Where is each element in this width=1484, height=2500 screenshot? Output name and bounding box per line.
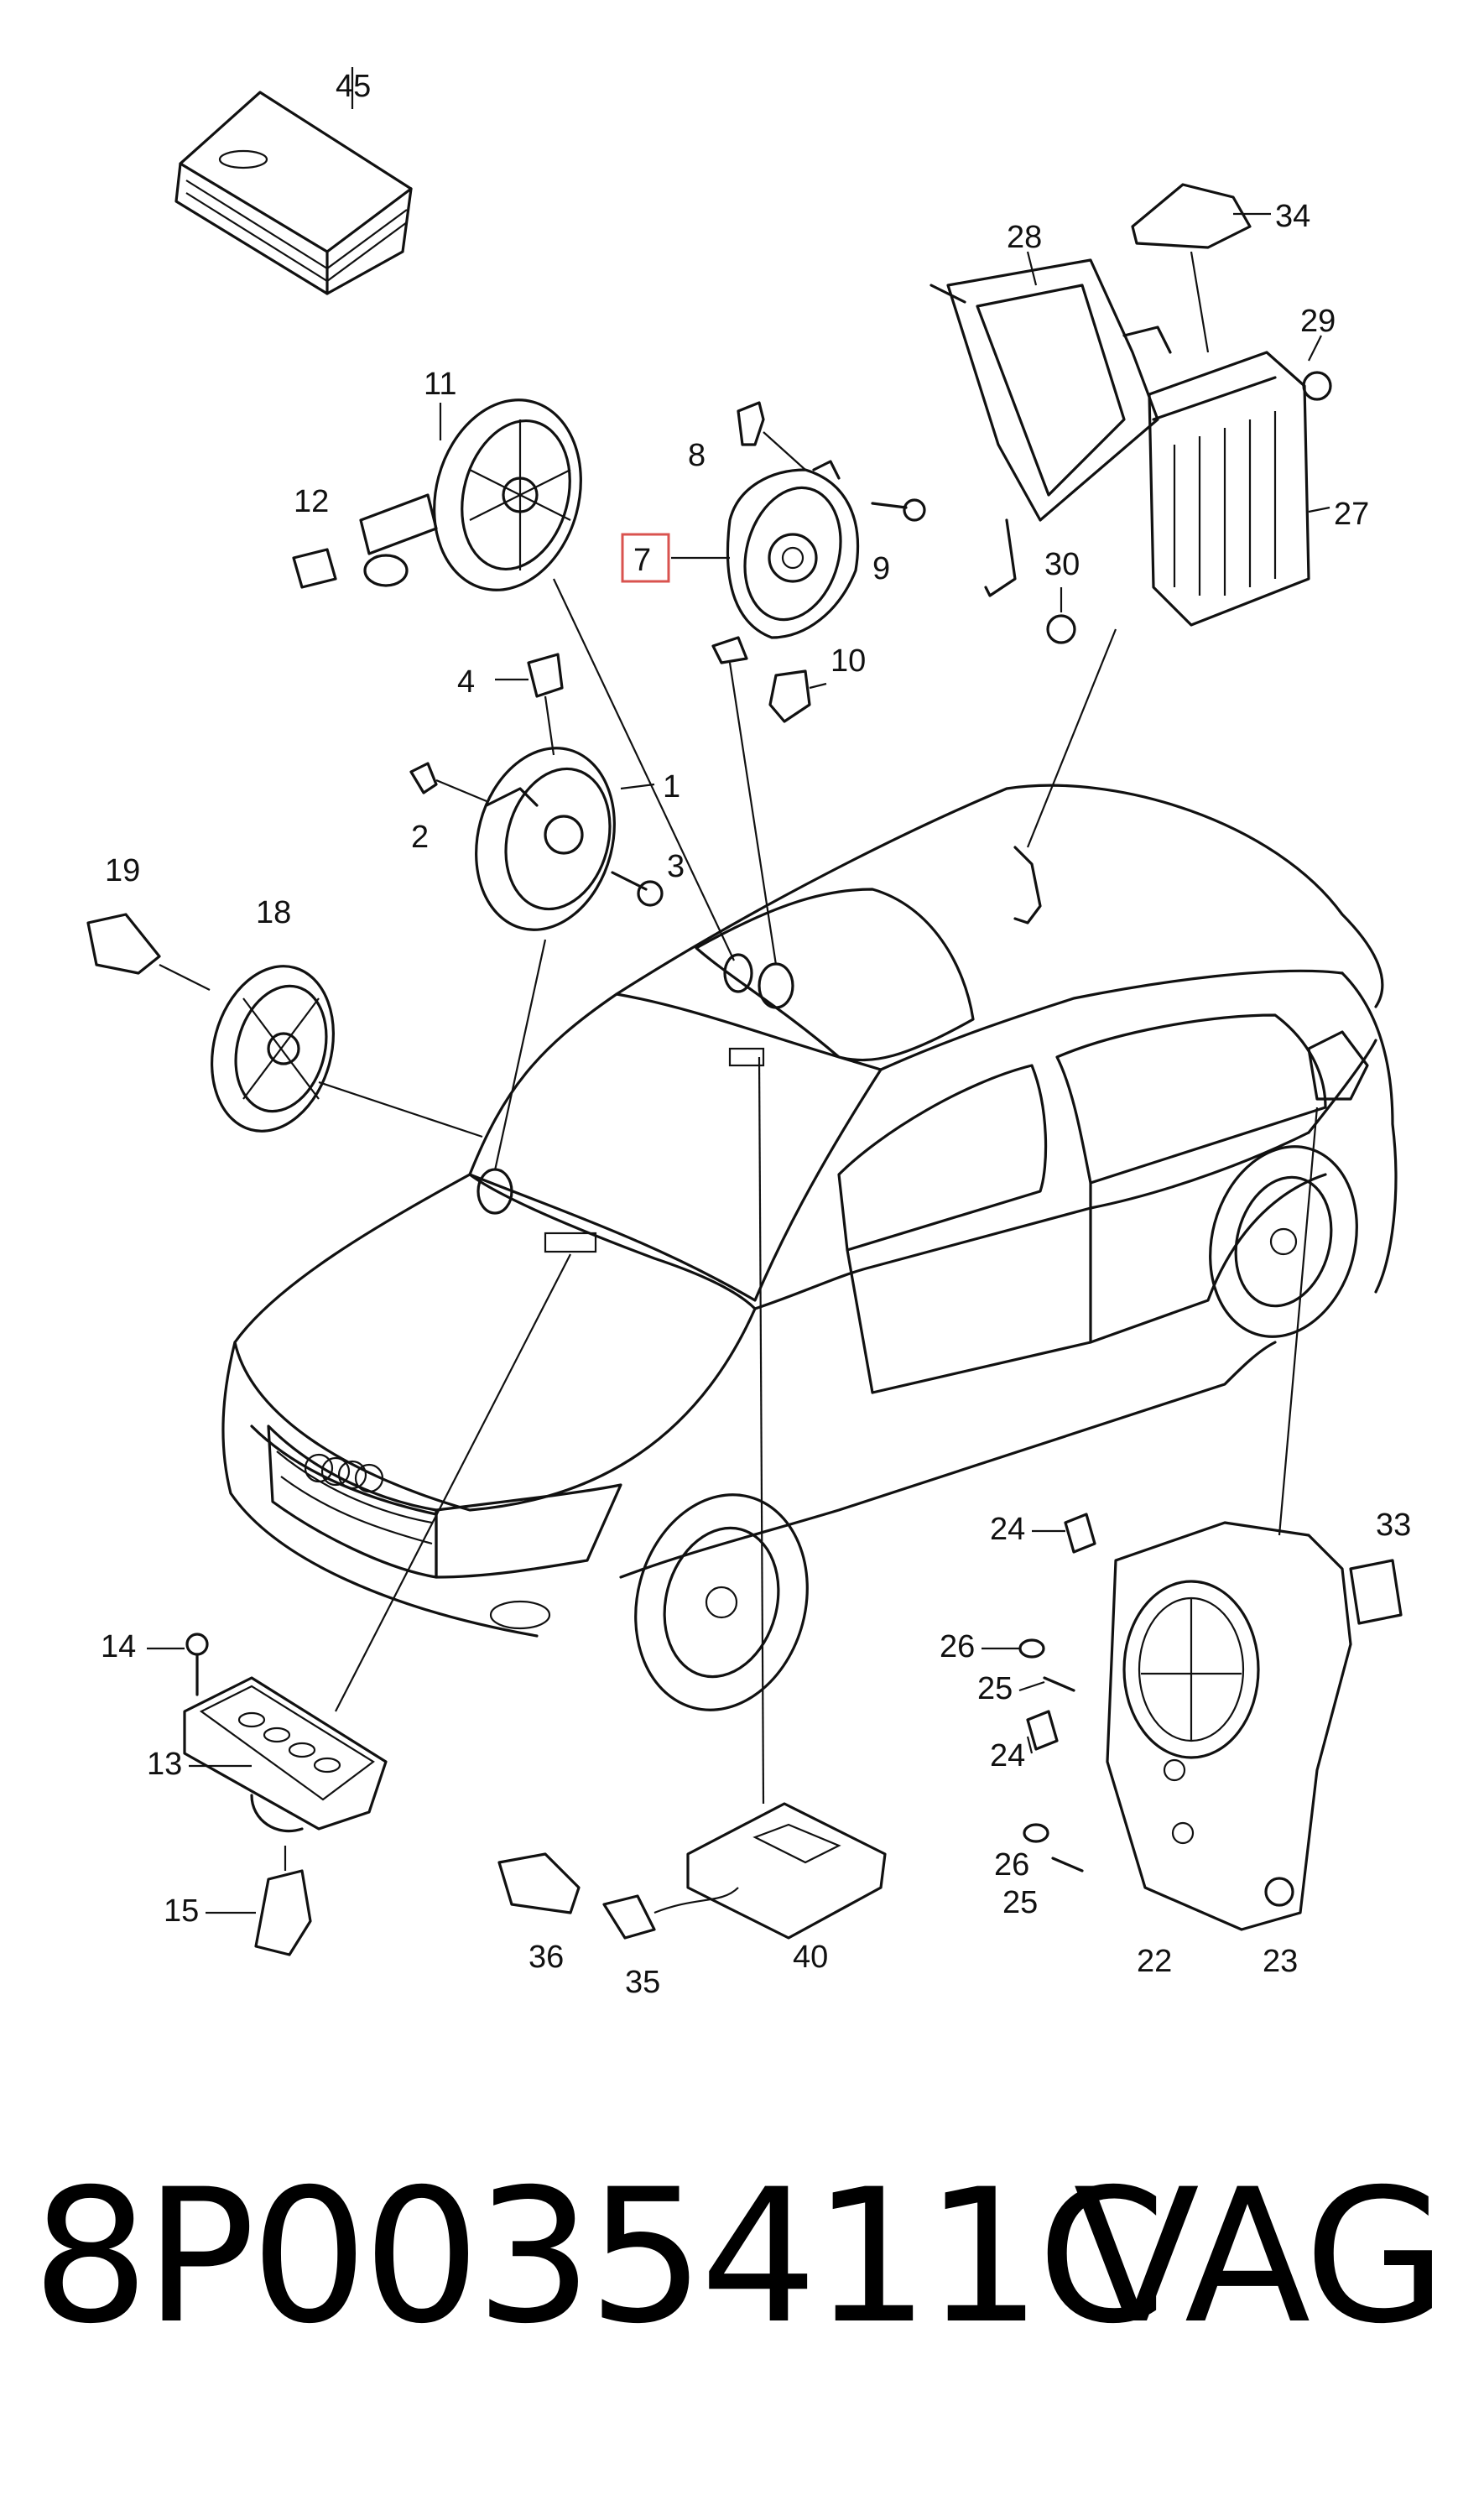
part-30-screw [1046,587,1076,644]
part-40-module [686,1802,887,1940]
label-4: 4 [457,664,475,700]
part-labels: 45 28 34 29 27 30 11 12 8 7 9 10 4 1 2 3… [101,69,1411,2000]
part-27-amplifier [1148,351,1330,627]
label-14: 14 [101,1629,136,1664]
parts-diagram: 45 28 34 29 27 30 11 12 8 7 9 10 4 1 2 3… [86,67,1411,2000]
label-8: 8 [688,438,706,473]
part-12-motor [292,493,438,589]
label-25a: 25 [977,1671,1013,1706]
label-24b: 24 [990,1738,1025,1773]
label-12: 12 [294,484,329,519]
label-11: 11 [424,367,456,402]
part-45-box [174,67,413,295]
label-7-highlight [621,533,670,583]
part-23-nut [1264,1877,1294,1907]
front-wheel [634,1493,809,1711]
label-29: 29 [1300,304,1336,339]
rear-wheel [1209,1145,1358,1338]
label-28: 28 [1007,220,1042,255]
part-25-screw [1043,1676,1084,1872]
part-9-screw [871,498,926,522]
label-26b: 26 [994,1847,1029,1883]
label-23: 23 [1263,1944,1298,1979]
part-4-connector [495,653,564,756]
part-29-nut [1302,335,1332,401]
label-36: 36 [529,1940,564,1975]
part-35-connector [602,1887,739,1940]
label-33: 33 [1376,1508,1411,1543]
part-3-screw [611,871,664,907]
label-19: 19 [105,853,140,888]
part-11-speaker [433,398,582,591]
label-15: 15 [164,1893,199,1929]
label-3: 3 [667,849,685,884]
part-8-clip [737,401,806,471]
part-10-connector [768,669,827,723]
label-1: 1 [663,769,680,805]
part-33-connector [1349,1559,1403,1625]
label-10: 10 [831,643,866,679]
part-28-bracket [929,251,1172,597]
label-9: 9 [872,551,890,586]
part-1-speaker [475,747,655,931]
label-24a: 24 [990,1512,1025,1547]
leader-lines [318,578,1319,1805]
part-2-clip [409,762,487,803]
audi-logo [304,1453,384,1493]
label-25b: 25 [1002,1885,1038,1920]
label-27: 27 [1334,497,1369,532]
label-22: 22 [1137,1944,1172,1979]
part-15-connector [254,1846,312,1956]
part-24-clip [1026,1513,1096,1751]
label-35: 35 [625,1965,660,2000]
part-26-washer [1018,1638,1049,1843]
label-30: 30 [1044,547,1080,582]
part-34-connector [1131,183,1271,353]
label-2: 2 [411,820,429,855]
part-18-speaker [211,965,335,1133]
label-26a: 26 [940,1629,975,1664]
part-number: 8P0035411C [32,2149,1166,2364]
label-34: 34 [1275,199,1310,234]
label-13: 13 [147,1747,182,1782]
brand-name: VAG [1073,2149,1447,2364]
part-13-speaker [183,1676,388,1833]
label-7: 7 [633,543,651,578]
part-36-connector [497,1852,581,1914]
part-14-screw [185,1633,209,1696]
part-22-enclosure [1106,1521,1352,1931]
car-body [221,784,1398,1711]
label-40: 40 [793,1940,828,1975]
part-19-connector [86,913,211,991]
label-45: 45 [336,69,371,104]
label-18: 18 [256,895,291,930]
part-7-speaker [711,460,860,664]
